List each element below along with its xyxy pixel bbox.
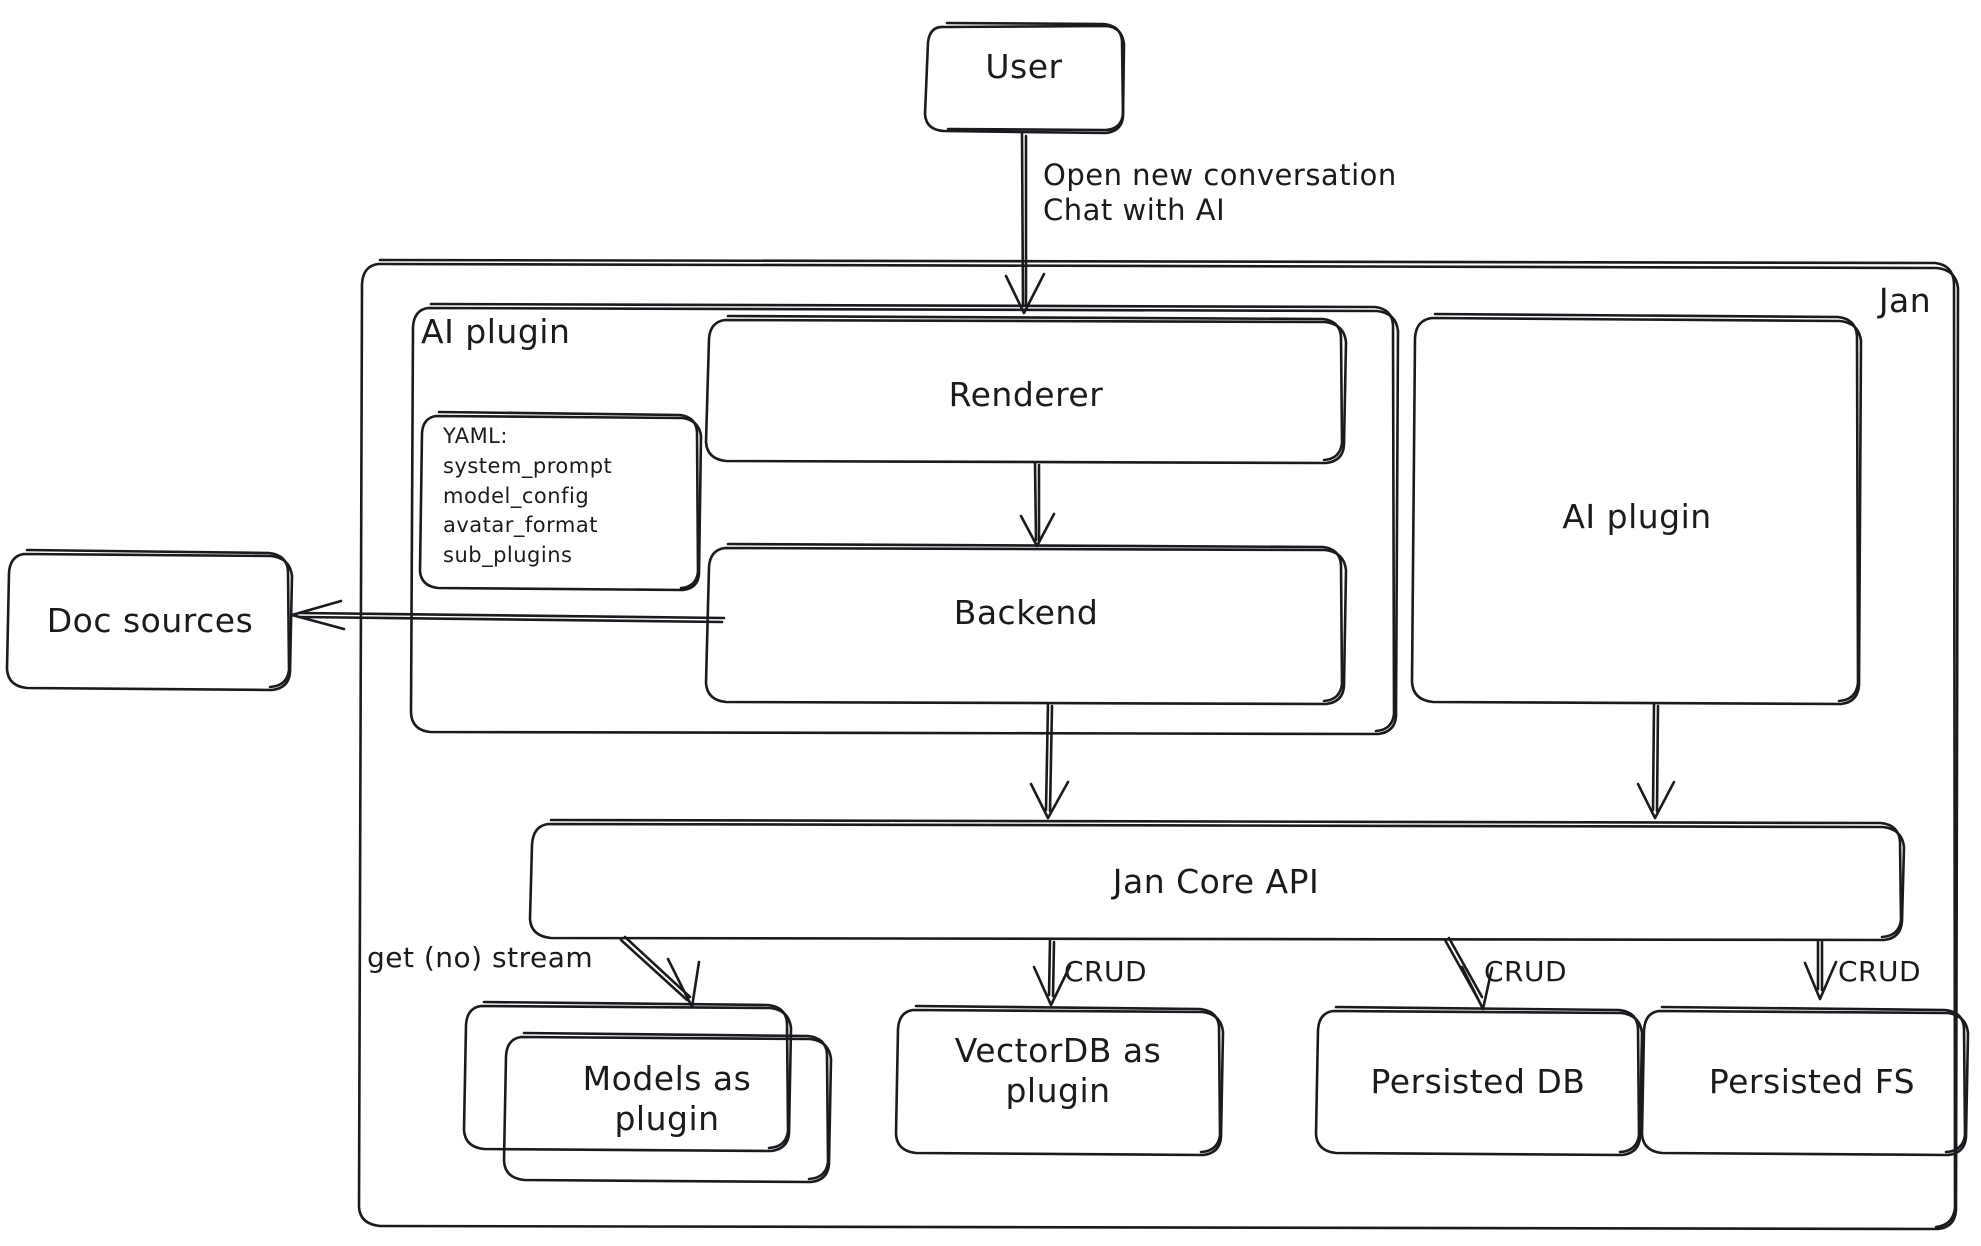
edge-core-to-models <box>619 935 701 1009</box>
edge-label-open-new-conversation: Open new conversation Chat with AI <box>1043 158 1397 228</box>
edge-label-get-no-stream: get (no) stream <box>367 941 594 974</box>
edge-backend-to-core <box>1029 702 1070 820</box>
yaml-note-text: YAML: system_prompt model_config avatar_… <box>443 424 613 568</box>
models-plugin-back-shape <box>462 1000 793 1153</box>
jan-container-label: Jan <box>1878 281 1932 320</box>
edge-label-crud-persisted-db: CRUD <box>1484 955 1568 988</box>
ai-plugin-group-label: AI plugin <box>421 312 571 351</box>
persisted-db-shape <box>1314 1005 1644 1157</box>
backend-box-label: Backend <box>953 593 1099 632</box>
edge-label-crud-persisted-fs: CRUD <box>1838 955 1922 988</box>
doc-sources-box-label: Doc sources <box>46 601 254 640</box>
models-plugin-label: Models as plugin <box>582 1059 752 1139</box>
edge-label-crud-vectordb: CRUD <box>1064 955 1148 988</box>
edge-core-to-persisted-db <box>1443 936 1494 1011</box>
persisted-fs-shape <box>1640 1005 1970 1157</box>
edge-core-to-vectordb <box>1032 938 1072 1007</box>
user-box-label: User <box>985 47 1063 86</box>
edge-backend-to-doc-sources <box>290 599 726 631</box>
ai-plugin-group-shape <box>409 302 1400 736</box>
doc-sources-box-shape <box>5 548 294 692</box>
edge-renderer-to-backend <box>1019 461 1056 548</box>
models-plugin-front-shape <box>502 1031 833 1184</box>
edge-aiplugin-to-core <box>1636 702 1676 820</box>
jan-core-api-shape <box>528 818 1906 942</box>
backend-box-shape <box>704 542 1348 706</box>
vectordb-plugin-label: VectorDB as plugin <box>954 1031 1162 1111</box>
ai-plugin-box-shape <box>1410 312 1863 706</box>
user-box-shape <box>923 21 1126 135</box>
persisted-db-label: Persisted DB <box>1370 1062 1586 1101</box>
renderer-box-label: Renderer <box>948 375 1104 414</box>
ai-plugin-box-label: AI plugin <box>1562 497 1712 536</box>
persisted-fs-label: Persisted FS <box>1708 1062 1916 1101</box>
yaml-note-shape <box>418 410 703 592</box>
edge-user-to-renderer <box>1004 131 1046 315</box>
jan-core-api-label: Jan Core API <box>1112 862 1320 901</box>
vectordb-plugin-shape <box>894 1004 1225 1157</box>
edge-core-to-persisted-fs <box>1803 938 1838 1001</box>
renderer-box-shape <box>704 314 1348 465</box>
jan-container-shape <box>357 258 1960 1231</box>
